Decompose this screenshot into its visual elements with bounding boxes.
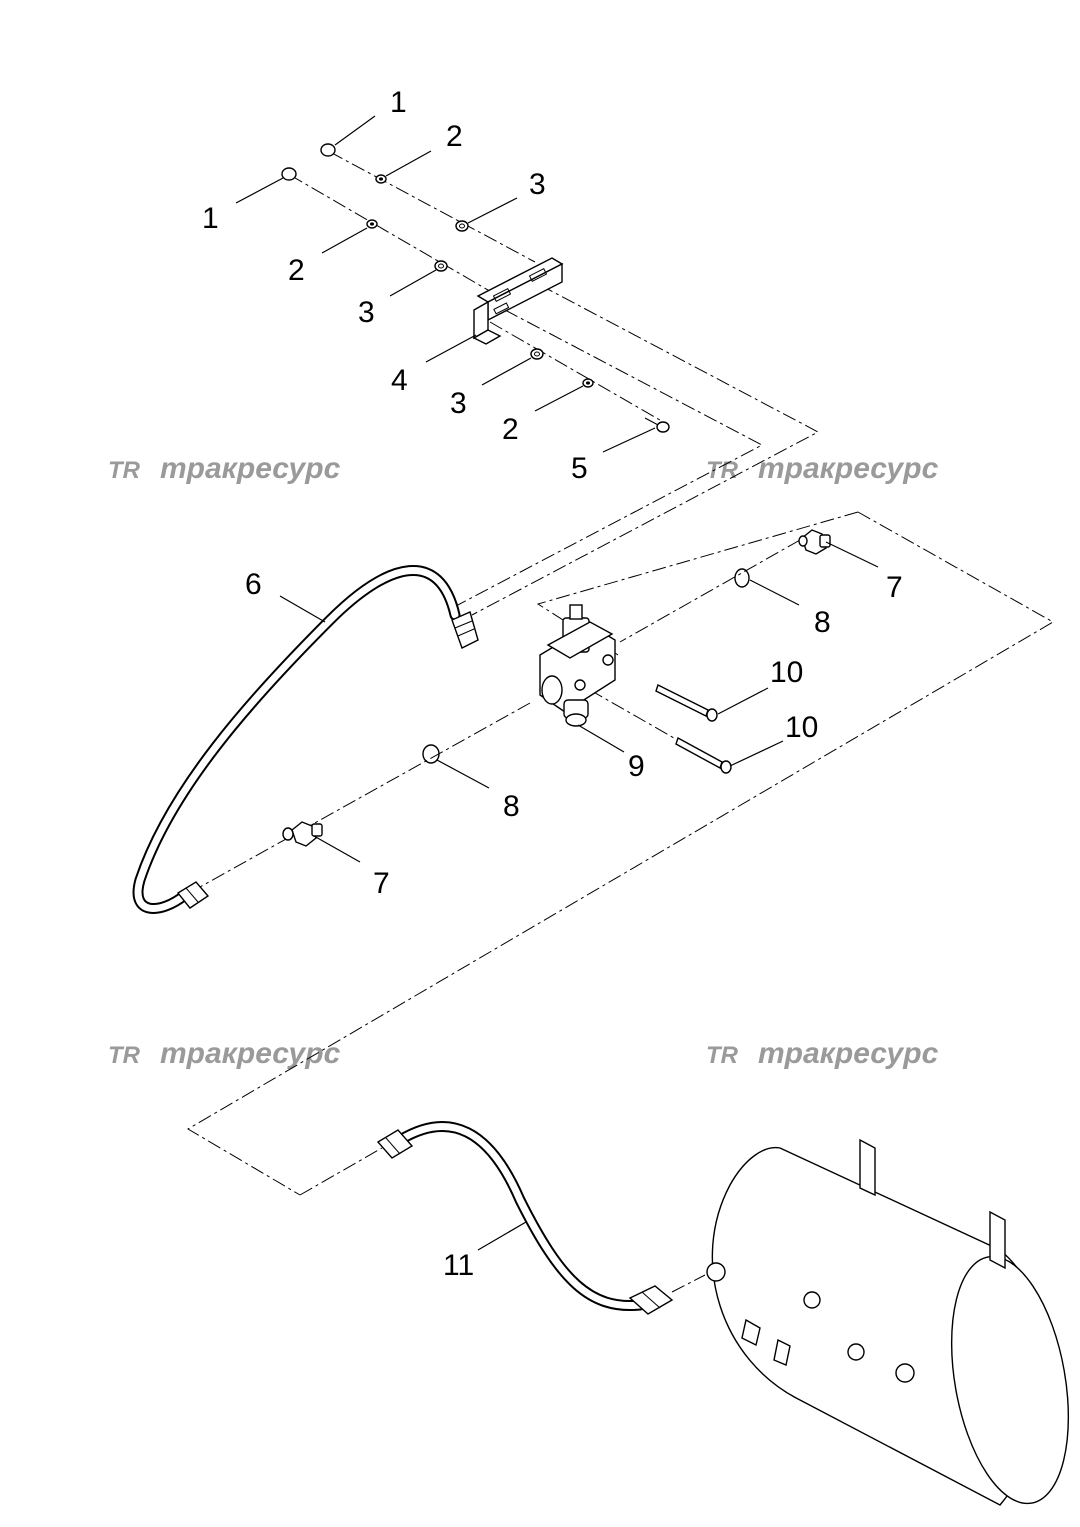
o-ring-8 [422, 744, 440, 764]
leader-lines [235, 115, 879, 1251]
callout-1: 1 [202, 202, 219, 235]
nut-1-upper [320, 143, 336, 157]
callout-7: 7 [886, 571, 903, 604]
hose-fitting [628, 1285, 674, 1315]
long-bolt-10 [655, 684, 718, 722]
watermark-logo: TR [706, 1042, 739, 1069]
bolt-5 [644, 417, 670, 433]
callout-10: 10 [770, 656, 803, 689]
hose-fitting [176, 881, 210, 909]
callout-6: 6 [245, 568, 262, 601]
flat-washer-3 [434, 260, 448, 272]
callout-7: 7 [373, 867, 390, 900]
callout-4: 4 [391, 364, 408, 397]
callout-3: 3 [358, 296, 375, 329]
adapter-fitting-7 [282, 821, 323, 847]
callout-8: 8 [503, 790, 520, 823]
lock-washer-2 [375, 174, 387, 184]
callout-3: 3 [450, 387, 467, 420]
hose-fitting [376, 1129, 414, 1159]
callout-labels: 1 1 2 2 2 3 3 3 4 5 6 7 7 8 8 9 10 10 11 [202, 86, 903, 1282]
hose-11 [376, 1121, 674, 1315]
callout-2: 2 [502, 413, 519, 446]
watermark-text: тракресурс [160, 452, 341, 485]
lock-washer-2 [366, 219, 378, 229]
hose-fitting [451, 611, 479, 649]
callout-2: 2 [288, 254, 305, 287]
watermark-logo: TR [108, 457, 141, 484]
watermark-logo: TR [108, 1042, 141, 1069]
callout-3: 3 [529, 168, 546, 201]
flat-washer-3 [455, 220, 469, 232]
assembly-lines [187, 151, 1055, 1293]
callout-2: 2 [446, 120, 463, 153]
nut-1-lower [281, 167, 297, 181]
watermark-2: TR тракресурс [706, 452, 939, 485]
callout-8: 8 [814, 606, 831, 639]
watermark-3: TR тракресурс [108, 1037, 341, 1070]
watermark-text: тракресурс [160, 1037, 341, 1070]
lock-washer-2 [582, 378, 594, 388]
callout-11: 11 [443, 1249, 474, 1282]
callout-5: 5 [571, 452, 588, 485]
callout-1: 1 [390, 86, 407, 119]
air-tank [706, 1138, 1070, 1506]
mounting-bracket [472, 257, 564, 345]
adapter-fitting-7 [798, 529, 831, 555]
callout-9: 9 [628, 750, 645, 783]
o-ring-8 [734, 568, 750, 588]
pressure-valve-9 [539, 604, 616, 727]
watermark-logo: TR [706, 457, 739, 484]
callout-10: 10 [785, 711, 818, 744]
watermark-4: TR тракресурс [706, 1037, 939, 1070]
watermark-text: тракресурс [758, 452, 939, 485]
flat-washer-3 [530, 348, 544, 360]
long-bolt-10 [675, 736, 732, 774]
watermark-1: TR тракресурс [108, 452, 341, 485]
watermark-text: тракресурс [758, 1037, 939, 1070]
hose-6 [132, 564, 479, 914]
